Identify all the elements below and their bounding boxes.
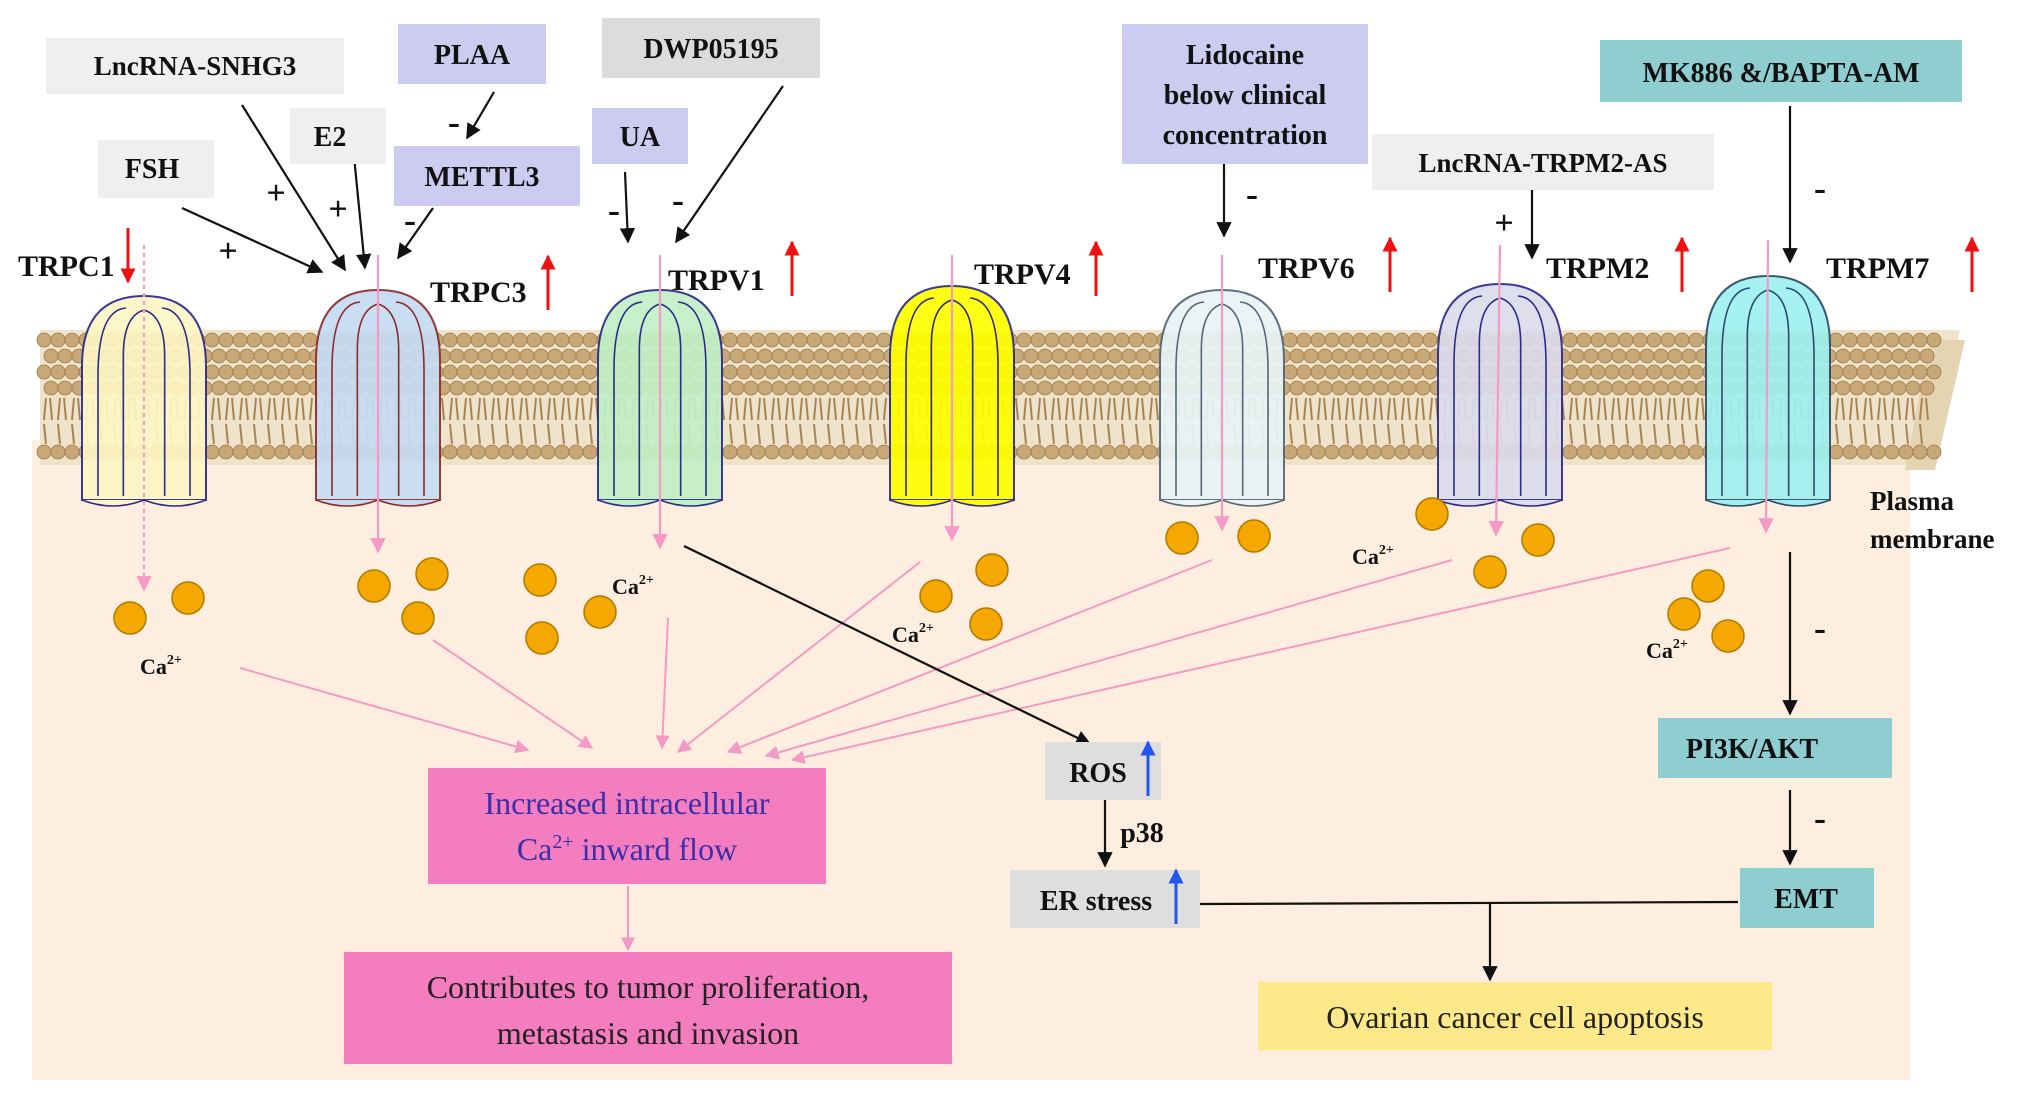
calcium-ion [1415, 497, 1449, 531]
pathway-boxes [344, 718, 1892, 1064]
minus-sign-lidocaine: - [1246, 174, 1258, 214]
trpv4-label: TRPV4 [974, 258, 1071, 291]
trpc3-label: TRPC3 [430, 276, 527, 309]
minus-sign-dwp: - [672, 180, 684, 220]
calcium-ion [919, 579, 953, 613]
minus-sign-ua: - [608, 190, 620, 230]
plus-sign-trpm2as: + [1494, 205, 1513, 242]
expression-arrows [120, 228, 1980, 924]
calcium-ion [1473, 555, 1507, 589]
trpv1-label: TRPV1 [668, 264, 765, 297]
dwp05195-label: DWP05195 [643, 34, 778, 65]
plaa-label: PLAA [434, 40, 511, 71]
calcium-ion [1667, 597, 1701, 631]
trpm2-label: TRPM2 [1546, 252, 1649, 285]
regulator-boxes [46, 18, 1962, 206]
calcium-ion [583, 595, 617, 629]
lncrna-trpm2-as-label: LncRNA-TRPM2-AS [1419, 148, 1668, 178]
fsh-label: FSH [125, 154, 180, 185]
minus-sign-plaa: - [448, 102, 460, 142]
minus-sign-mk886: - [1814, 168, 1826, 208]
calcium-ion [415, 557, 449, 591]
pi3k-akt-label: PI3K/AKT [1686, 734, 1819, 765]
calcium-ion [525, 621, 559, 655]
ca-label-4: Ca2+ [1352, 543, 1394, 569]
calcium-ion [1237, 519, 1271, 553]
calcium-ion [171, 581, 205, 615]
ca-label-3: Ca2+ [892, 621, 934, 647]
e2-label: E2 [314, 122, 347, 153]
lidocaine-label-line3: concentration [1163, 120, 1328, 151]
tumor-outcome-line2: metastasis and invasion [497, 1015, 799, 1051]
ca-label-2: Ca2+ [612, 573, 654, 599]
mk886-bapta-label: MK886 &/BAPTA-AM [1642, 58, 1919, 89]
calcium-ion [1711, 619, 1745, 653]
ros-label: ROS [1069, 758, 1127, 789]
trpm2-channel [1437, 282, 1563, 507]
minus-sign-pi3k: - [1814, 608, 1826, 648]
lidocaine-label-line2: below clinical [1164, 80, 1327, 111]
calcium-ions [113, 497, 1745, 655]
plasma-membrane-label-line2: membrane [1870, 524, 1994, 554]
p38-label: p38 [1120, 818, 1164, 849]
minus-sign-mettl3: - [404, 200, 416, 240]
increased-calcium-line1: Increased intracellular [484, 785, 770, 821]
plus-sign-fsh: + [218, 233, 237, 270]
lidocaine-label-line1: Lidocaine [1186, 40, 1304, 71]
apoptosis-outcome: Ovarian cancer cell apoptosis [1326, 999, 1704, 1035]
plus-sign-e2: + [328, 191, 347, 228]
trpc1-label: TRPC1 [18, 250, 115, 283]
ca-label-5: Ca2+ [1646, 637, 1688, 663]
lncrna-snhg3-label: LncRNA-SNHG3 [94, 51, 297, 81]
calcium-ion [1521, 523, 1555, 557]
trpv6-label: TRPV6 [1258, 252, 1355, 285]
calcium-ion [1165, 521, 1199, 555]
minus-sign-emt: - [1814, 798, 1826, 838]
calcium-ion [1691, 569, 1725, 603]
calcium-convergence-arrows [239, 547, 1731, 952]
calcium-influx-arrows [136, 239, 1774, 592]
tumor-outcome-line1: Contributes to tumor proliferation, [427, 969, 870, 1005]
calcium-ion [975, 553, 1009, 587]
trpm7-label: TRPM7 [1826, 252, 1929, 285]
calcium-ion [969, 607, 1003, 641]
plasma-membrane-label-line1: Plasma [1870, 486, 1954, 516]
calcium-ion [401, 601, 435, 635]
calcium-ion [113, 601, 147, 635]
ua-label: UA [620, 122, 661, 153]
plus-sign-snhg3: + [266, 175, 285, 212]
emt-label: EMT [1774, 884, 1838, 915]
calcium-ion [523, 563, 557, 597]
increased-calcium-line2: Ca2+ inward flow [517, 831, 737, 867]
regulator-arrows [181, 85, 1798, 982]
mettl3-label: METTL3 [424, 162, 539, 193]
ca-label-1: Ca2+ [140, 653, 182, 679]
er-stress-label: ER stress [1040, 886, 1152, 917]
calcium-ion [357, 569, 391, 603]
